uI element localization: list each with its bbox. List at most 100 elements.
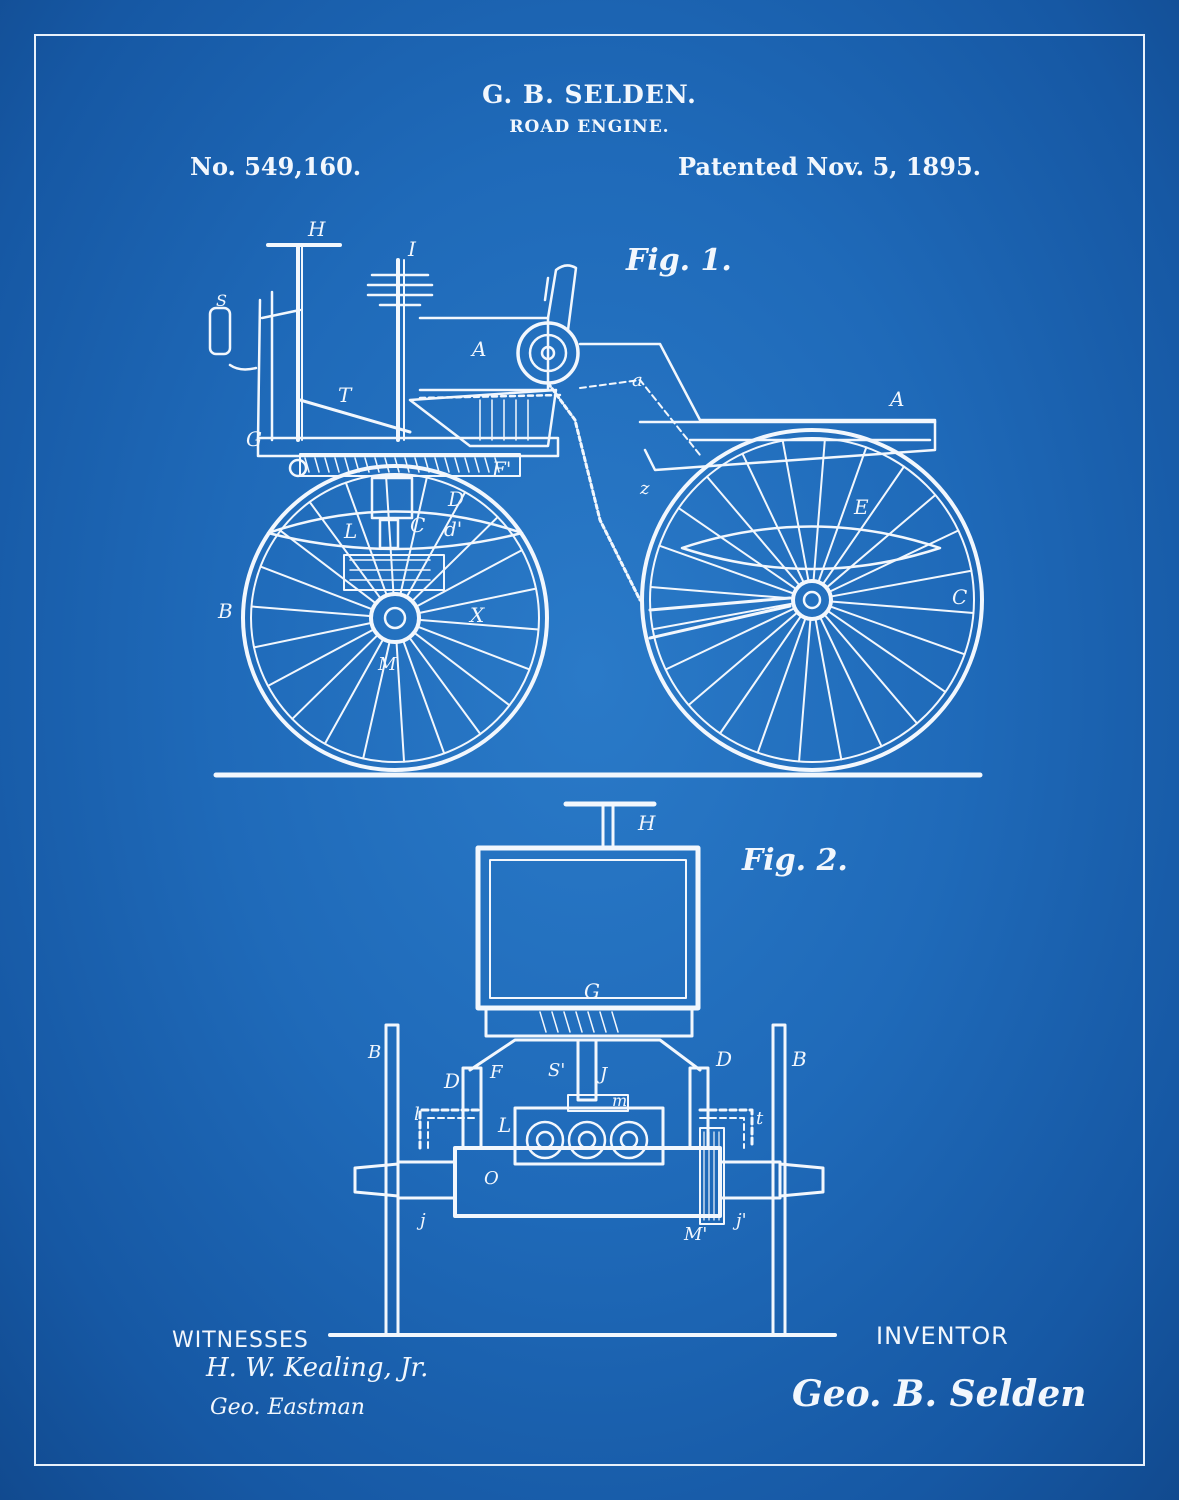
fig2-label-g: G (584, 979, 600, 1003)
wheel-spoke (267, 628, 375, 687)
fig2-label-m1: M' (683, 1224, 707, 1245)
fig2-label-m: m (612, 1091, 627, 1110)
patent-title: ROAD ENGINE. (509, 117, 670, 137)
wheel-spoke (411, 516, 499, 603)
figure-2-drawing (328, 801, 837, 1337)
fig2-label-s1: S' (548, 1060, 565, 1081)
inventor-name-header: G. B. SELDEN. (482, 80, 697, 109)
wheel-spoke (259, 565, 374, 611)
fig1-label-m: M (377, 654, 397, 675)
wheel-spoke (416, 625, 531, 671)
fig1-label-d1: d' (444, 517, 462, 541)
wheel-spoke (408, 636, 482, 736)
wheel-spoke (399, 476, 428, 596)
fig1-label-t: T (338, 383, 353, 407)
fig2-label-l: L (497, 1113, 511, 1137)
wheel-spoke (826, 609, 947, 693)
fig1-label-i: I (407, 237, 417, 261)
wheel-spoke (651, 602, 795, 631)
wheel-spoke (658, 544, 796, 595)
wheel-spoke (829, 600, 975, 614)
wheel-spoke (825, 493, 937, 589)
front-wheel (241, 464, 549, 772)
front-spring (266, 510, 524, 551)
fig2-label-o: O (484, 1168, 499, 1189)
wheel-spoke (323, 637, 385, 745)
wheel-spoke (812, 437, 826, 583)
fig2-label-d: D (443, 1069, 460, 1093)
fig1-label-f1: F' (491, 457, 511, 481)
wheel-spoke (687, 611, 799, 707)
witness-1-signature: H. W. Kealing, Jr. (205, 1353, 428, 1383)
witness-2-signature: Geo. Eastman (210, 1395, 365, 1420)
wheel-spoke (781, 439, 810, 583)
fig1-label-e: E (853, 495, 869, 519)
wheel-spoke (344, 481, 388, 597)
wheel-spoke (814, 617, 843, 761)
fig1-label-c: C (410, 513, 425, 537)
wheel-spoke (828, 605, 966, 656)
fig2-label-j: J (596, 1064, 609, 1085)
fig2-label-j-small: j (416, 1210, 426, 1231)
fig1-label-h: H (307, 217, 326, 241)
wheel-spoke (362, 640, 391, 760)
fig1-label-c2: C (952, 585, 967, 609)
wheel-spoke (677, 507, 798, 591)
wheel-spoke (823, 613, 919, 725)
wheel-spoke (279, 529, 377, 605)
fig1-label-l: L (343, 519, 357, 543)
fig2-label-b: B (367, 1042, 381, 1063)
fig1-label-d: D (447, 487, 464, 511)
carriage-frame (208, 243, 937, 640)
wheel-spoke (719, 614, 803, 735)
wheel-spoke (756, 616, 807, 754)
wheel-spoke (253, 621, 373, 649)
fig1-label-z: z (639, 478, 650, 499)
fig1-label-x: X (468, 603, 485, 627)
fig2-label-t: t (756, 1108, 764, 1129)
wheel-spoke (829, 569, 973, 598)
fig2-label-l-small: l (414, 1104, 420, 1125)
fig1-title: Fig. 1. (625, 243, 732, 278)
fig2-label-f: F (489, 1062, 504, 1083)
figure-1-drawing (208, 243, 984, 778)
rear-wheel (640, 428, 984, 772)
fig1-label-g: G (246, 427, 262, 451)
fig1-label-a2: A (888, 387, 904, 411)
wheel-spoke (415, 549, 523, 608)
fig1-label-a-small: a (632, 370, 643, 391)
fig2-label-b2: B (791, 1047, 807, 1071)
rear-spring (680, 525, 942, 571)
wheel-spoke (417, 587, 537, 615)
wheel-spoke (384, 473, 395, 596)
fig2-label-d2: D (715, 1047, 732, 1071)
fig1-label-b: B (217, 599, 233, 623)
witnesses-label: WITNESSES (172, 1328, 309, 1353)
patent-number: No. 549,160. (190, 152, 362, 181)
fig2-title: Fig. 2. (741, 843, 848, 878)
inventor-signature: Geo. B. Selden (792, 1373, 1086, 1415)
wheel-spoke (402, 639, 446, 755)
wheel-spoke (413, 631, 511, 707)
fig1-label-a: A (470, 337, 486, 361)
wheel-spoke (819, 616, 883, 748)
wheel-spoke (664, 607, 796, 671)
wheel-spoke (649, 586, 795, 600)
wheel-spoke (821, 465, 905, 586)
figure-labels: Fig. 1. Fig. 2. H I A A T G F' D L C d' … (205, 217, 1086, 1420)
wheel-spoke (395, 640, 406, 763)
wheel-spoke (817, 446, 868, 584)
wheel-spoke (741, 452, 805, 584)
fig2-label-j1: j' (732, 1210, 747, 1231)
wheel-spoke (250, 605, 373, 618)
wheel-spoke (798, 617, 812, 763)
wheel-spoke (291, 633, 379, 720)
patent-date: Patented Nov. 5, 1895. (678, 152, 981, 181)
fig2-label-h: H (637, 811, 656, 835)
wheel-spoke (417, 618, 540, 631)
inventor-label: INVENTOR (876, 1322, 1009, 1350)
sheet-border (34, 34, 1145, 1466)
fig1-label-s: S (216, 291, 227, 310)
